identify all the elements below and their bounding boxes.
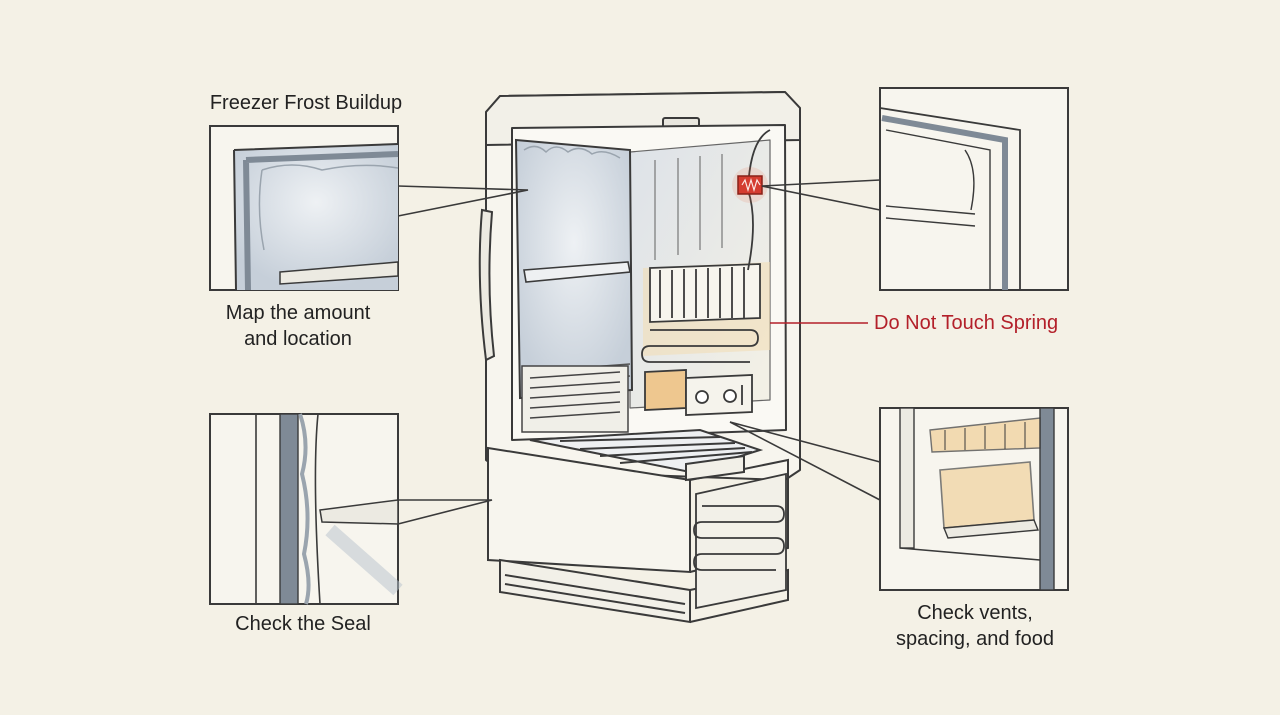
- check-vents-label: Check vents, spacing, and food: [896, 602, 1054, 650]
- freezer-frost-title: Freezer Frost Buildup: [209, 92, 403, 114]
- cavity-vents: [521, 365, 629, 433]
- bottom-drawer: [487, 428, 789, 624]
- map-amount-label: Map the amount and location: [225, 302, 371, 350]
- do-not-touch-label: Do Not Touch Spring: [874, 312, 1059, 334]
- freezer-frost-area: [514, 138, 634, 400]
- cooling-coils: [641, 129, 771, 363]
- inset-seal: [209, 413, 403, 605]
- callout-lines: [397, 179, 881, 525]
- warning-spring-icon: [732, 167, 768, 203]
- check-seal-label: Check the Seal: [235, 613, 371, 635]
- inset-vents-food: [879, 407, 1069, 591]
- door-handle: [478, 208, 496, 362]
- control-panel: [644, 369, 753, 416]
- inset-door-gasket: [879, 87, 1069, 291]
- inset-freezer-frost: [209, 125, 399, 291]
- condenser-coils: [693, 472, 787, 610]
